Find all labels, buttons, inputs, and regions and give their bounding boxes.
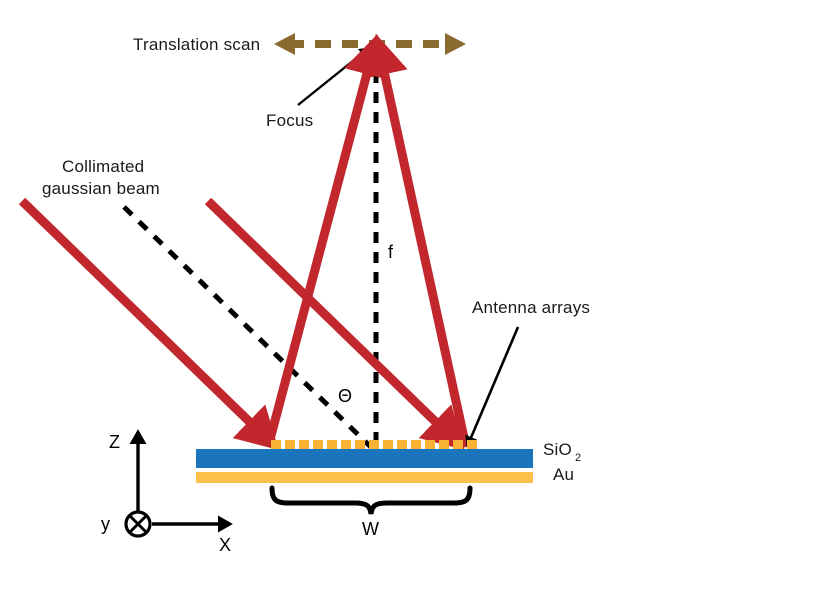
theta-label: Θ <box>338 386 352 406</box>
focal-length-label: f <box>388 242 394 262</box>
translation-scan-right-arrowhead <box>445 33 466 55</box>
au-layer <box>196 472 533 483</box>
focus-label: Focus <box>266 111 313 130</box>
y-axis-cross-2 <box>128 514 148 534</box>
sio2-label: SiO <box>543 440 572 459</box>
antenna-element <box>355 440 365 449</box>
antenna-arrays-pointer-arrow <box>465 326 520 448</box>
antenna-element <box>299 440 309 449</box>
antenna-element <box>411 440 421 449</box>
sio2-subscript: 2 <box>575 452 581 464</box>
incident-beam-2 <box>204 197 465 451</box>
incident-reference-dashed-ray <box>122 205 378 454</box>
antenna-element <box>313 440 323 449</box>
layer-legend: SiO 2 Au <box>543 440 581 484</box>
incident-beams <box>18 197 465 451</box>
z-axis-label: Z <box>109 432 120 452</box>
translation-scan-label: Translation scan <box>133 35 260 54</box>
collimated-beam-label-line2: gaussian beam <box>42 179 160 198</box>
translation-scan-arrow <box>274 33 466 55</box>
converging-beam-right <box>361 33 471 448</box>
antenna-element <box>453 440 463 449</box>
converging-beam-left <box>263 34 390 449</box>
antenna-array-elements <box>271 440 477 449</box>
antenna-element <box>439 440 449 449</box>
antenna-element <box>369 440 379 449</box>
width-brace-path <box>269 485 473 515</box>
antenna-element <box>397 440 407 449</box>
coordinate-axes: Z X y <box>101 429 233 555</box>
antenna-element <box>327 440 337 449</box>
width-brace <box>269 485 473 515</box>
width-label: W <box>362 519 379 539</box>
antenna-element <box>383 440 393 449</box>
sio2-layer <box>196 449 533 468</box>
antenna-arrays-label: Antenna arrays <box>472 298 590 317</box>
antenna-element <box>341 440 351 449</box>
y-axis-label: y <box>101 514 110 534</box>
antenna-element <box>467 440 477 449</box>
layer-gap <box>196 468 533 472</box>
x-axis-label: X <box>219 535 231 555</box>
antenna-element <box>271 440 281 449</box>
translation-scan-left-arrowhead <box>274 33 295 55</box>
incident-beam-1 <box>18 197 279 451</box>
antenna-element <box>285 440 295 449</box>
focus-arrow-line <box>297 47 370 106</box>
substrate-stack <box>196 440 533 483</box>
collimated-beam-label-line1: Collimated <box>62 157 144 176</box>
antenna-element <box>425 440 435 449</box>
converging-beams <box>263 33 471 449</box>
focus-pointer <box>297 47 370 106</box>
au-label: Au <box>553 465 574 484</box>
